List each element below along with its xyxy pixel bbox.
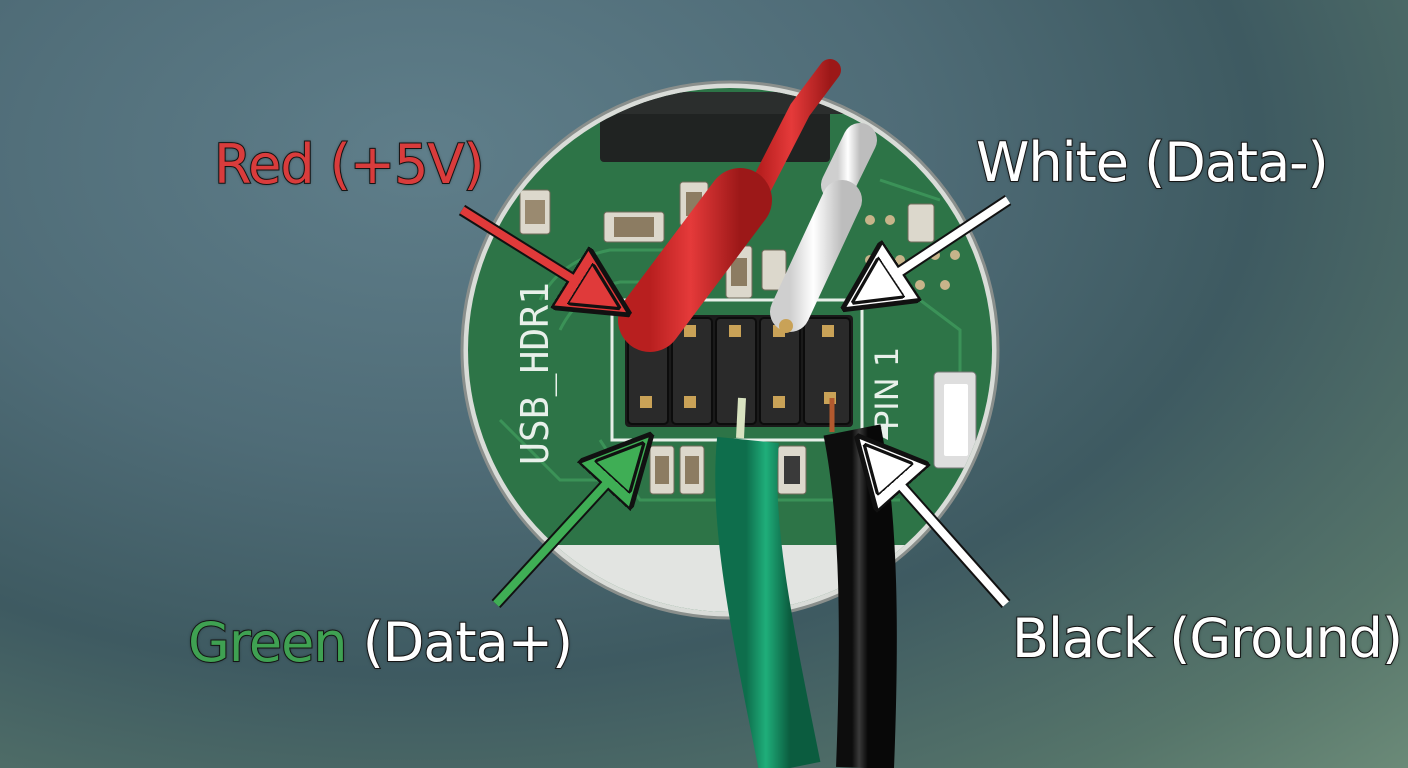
red-wire-label: Red (+5V) <box>213 133 485 196</box>
header-silk-label: USB_HDR1 <box>513 282 558 465</box>
arrows <box>458 194 1012 609</box>
black-wire-label: Black (Ground) <box>1011 607 1404 670</box>
white-wire <box>770 123 877 333</box>
pin-header <box>625 315 853 427</box>
smd-components <box>519 181 977 495</box>
white-wire-label: White (Data-) <box>975 131 1330 194</box>
green-color-word: Green <box>187 611 349 674</box>
green-wire <box>715 397 821 768</box>
green-wire-function: (Data+) <box>346 611 574 674</box>
green-wire-label: Green (Data+) <box>187 615 574 671</box>
red-wire <box>618 59 841 352</box>
pin1-silk-label: PIN 1 <box>868 347 906 430</box>
